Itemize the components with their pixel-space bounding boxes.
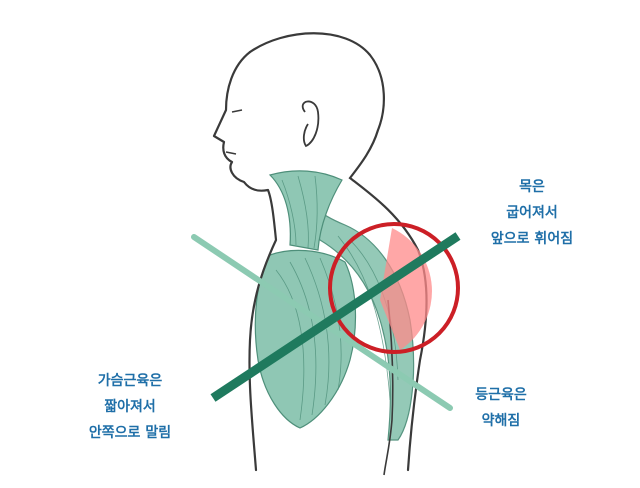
back-annotation: 등근육은 약해짐 [446,382,556,434]
chest-annotation-line-1: 가슴근육은 [97,373,163,389]
arm-outline [383,299,394,476]
eye [231,109,243,113]
back-annotation-line-1: 등근육은 [475,387,527,403]
chest-annotation-line-3: 안쪽으로 말림 [88,425,172,441]
ear [301,100,320,148]
neck-annotation-line-2: 굽어져서 [506,205,558,221]
chest-annotation: 가슴근육은 짧아져서 안쪽으로 말림 [60,368,200,446]
neck-annotation-line-1: 목은 [519,179,545,195]
mouth [225,151,237,155]
back-annotation-line-2: 약해짐 [481,413,521,429]
neck-annotation: 목은 굽어져서 앞으로 휘어짐 [462,174,602,252]
alignment-line-dark [210,232,461,402]
highlight-circle [328,222,460,354]
face-outline [212,50,278,472]
body-outline [248,32,428,472]
neck-annotation-line-3: 앞으로 휘어짐 [490,231,574,247]
chest-annotation-line-2: 짧아져서 [104,399,156,415]
